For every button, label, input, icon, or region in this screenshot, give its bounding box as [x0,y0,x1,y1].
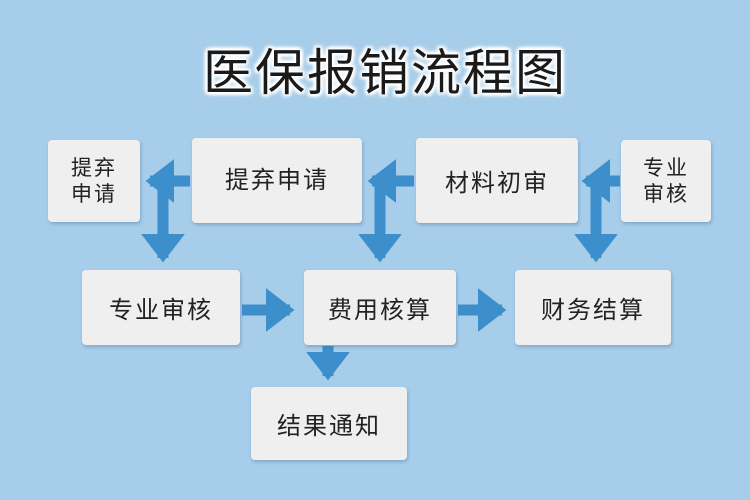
node-label: 提弃 [71,156,117,180]
node-label: 材料初审 [445,169,549,197]
node-label: 审核 [643,182,689,206]
node-submit-small: 提弃 申请 [48,140,140,222]
node-label: 申请 [71,182,117,206]
node-label: 财务结算 [541,296,645,324]
node-expert-review: 专业审核 [82,270,240,345]
node-label: 专业 [643,156,689,180]
node-result-notice: 结果通知 [251,387,407,460]
node-expert-small: 专业 审核 [621,140,711,222]
node-label: 提弃申请 [225,166,329,194]
node-initial-review: 材料初审 [416,138,578,223]
node-label: 费用核算 [328,296,432,324]
diagram-title: 医保报销流程图 [203,44,567,102]
node-finance-settlement: 财务结算 [515,270,671,345]
node-submit: 提弃申请 [192,138,362,223]
node-label: 结果通知 [277,412,381,440]
node-cost-accounting: 费用核算 [304,270,456,345]
node-label: 专业审核 [109,296,213,324]
